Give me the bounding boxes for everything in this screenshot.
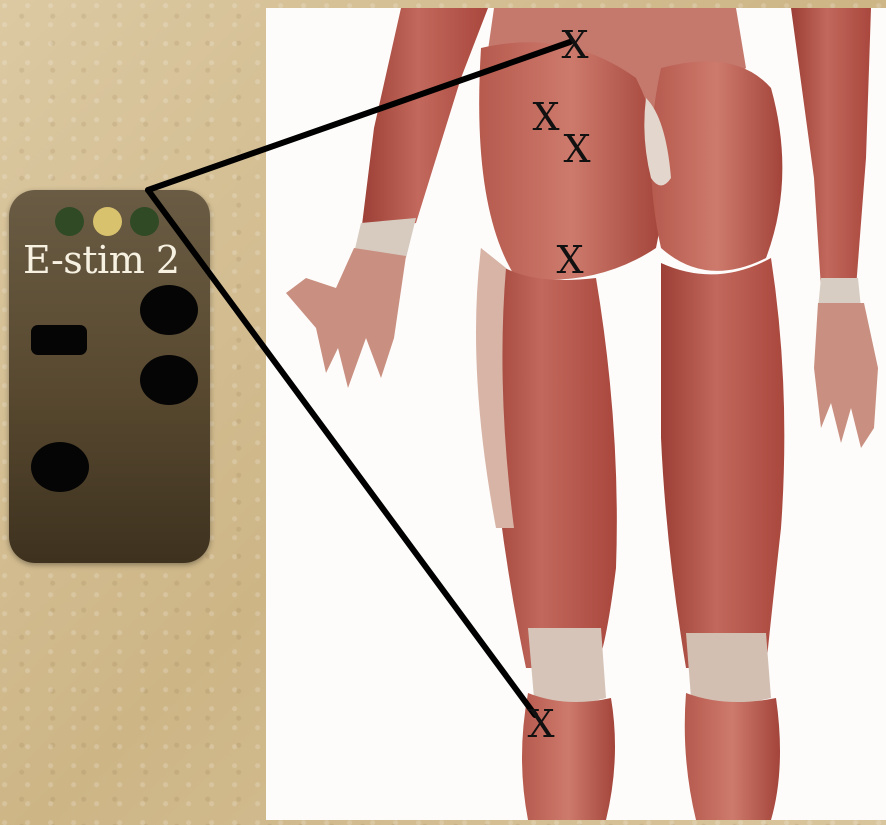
- right-hamstring: [661, 258, 784, 668]
- gluteus-right: [651, 61, 782, 271]
- left-forearm: [361, 8, 488, 233]
- right-forearm: [791, 8, 871, 288]
- left-knee: [528, 628, 606, 708]
- anatomy-illustration: [266, 8, 886, 820]
- control-knob-top-right[interactable]: [140, 285, 198, 335]
- control-knob-middle-right[interactable]: [140, 355, 198, 405]
- device-label: E-stim 2: [23, 238, 180, 282]
- left-hand: [286, 248, 406, 388]
- e-stim-unit: E-stim 2: [9, 190, 210, 563]
- gluteus-left: [479, 42, 662, 280]
- right-knee: [686, 633, 771, 708]
- posterior-leg-muscle-diagram: [266, 8, 886, 820]
- right-calf: [685, 693, 780, 820]
- left-calf: [522, 693, 615, 820]
- mode-button[interactable]: [31, 325, 87, 355]
- control-knob-bottom-left[interactable]: [31, 442, 89, 492]
- right-hand: [814, 303, 878, 448]
